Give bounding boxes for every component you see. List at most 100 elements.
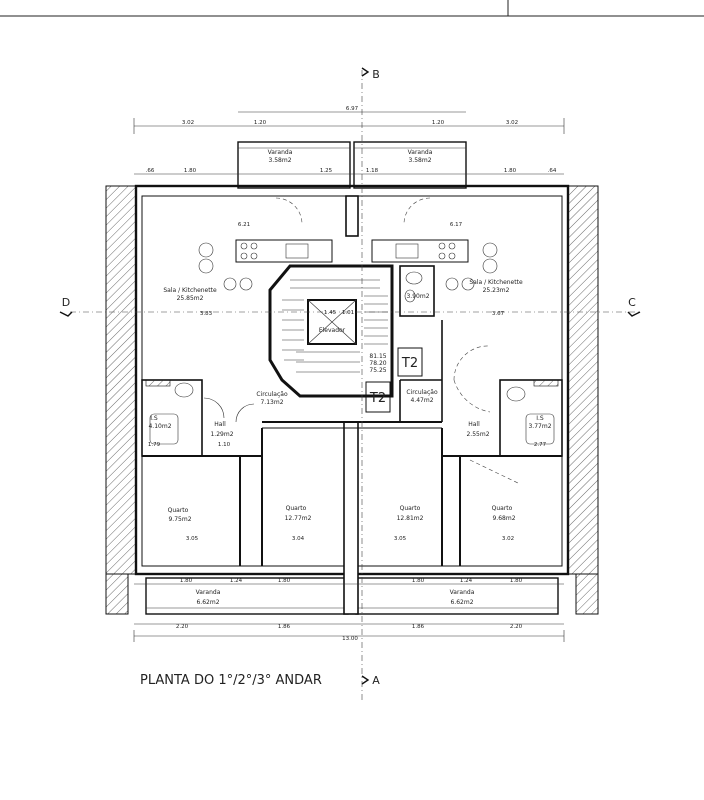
label-varanda-top-left: Varanda [268,149,293,156]
level-2: 78.20 [369,360,386,367]
bathtub-right-icon [525,413,555,445]
dim-r1-0: 1.20 [254,120,267,126]
dim-misc-12: 3.05 [186,536,199,542]
dim-r2-1: 1.80 [184,168,197,174]
dim-misc-12-b: 3.05 [394,536,407,542]
central-wall-top [345,195,359,237]
dim-top-left: 3.02 [182,120,194,126]
stair-core-outline [268,264,394,398]
dim-bot-4: 1.80 [412,578,425,584]
area-sala-left: 25.85m2 [177,295,204,302]
area-hall-left: 1.29m2 [210,431,233,438]
level-3: 75.25 [369,367,386,374]
label-is-left: I.S [150,415,158,422]
label-quarto-3: Quarto [400,505,421,512]
section-mark-bottom: A [372,674,380,687]
toilet-right-icon [506,386,526,402]
label-quarto-1: Quarto [168,507,189,514]
dim-bot-2: 1.24 [230,578,243,584]
dim-bot2-10: 2.20 [510,624,523,630]
top-balcony-left [237,141,351,189]
label-varanda-bot-right: Varanda [450,589,475,596]
dim-r1-1: 1.20 [432,120,445,126]
elevator-shaft [307,299,357,345]
level-1: 81.15 [369,353,386,360]
hob-left-icon [240,242,258,260]
area-is-right: 3.77m2 [528,423,551,430]
central-wall-bottom [343,421,359,615]
label-hall-left: Hall [214,421,226,428]
area-circ-right: 4.47m2 [410,397,433,404]
area-quarto-4: 9.68m2 [492,515,515,522]
dim-misc-13: 1.45 [324,310,337,316]
neighbor-wall-right [567,185,599,575]
neighbor-wall-left [105,185,137,575]
label-is-right: I.S [536,415,544,422]
area-circ-left: 7.13m2 [260,399,283,406]
dim-bot2-4: 1.86 [278,624,291,630]
sink-left-icon [285,243,309,259]
dim-bot-6: 1.80 [510,578,523,584]
neighbor-wall-right-low [575,573,599,615]
dim-misc-19: 1.10 [218,442,231,448]
section-mark-left: D [62,296,70,309]
dining-set-left [198,242,253,291]
bottom-balcony-right [355,577,559,615]
kitchen-counter-left [235,239,333,263]
label-t2-left: T2 [369,391,386,406]
label-varanda-top-right: Varanda [408,149,433,156]
dim-misc-0: 6.21 [238,222,250,228]
wc-center [399,265,435,317]
label-varanda-bot-left: Varanda [196,589,221,596]
bathroom-right [499,379,563,457]
section-mark-top: B [372,68,380,81]
dim-bot-3: 1.80 [278,578,291,584]
dim-r2-9: .64 [548,168,557,174]
dim-bot-5: 1.24 [460,578,473,584]
dim-top-total: 6.97 [346,106,359,112]
label-hall-right: Hall [468,421,480,428]
label-sala-left: Sala / Kitchenette [163,287,217,294]
t2-box-right [397,347,423,377]
label-quarto-2: Quarto [286,505,307,512]
dim-misc-11-a: 3.04 [292,536,305,542]
dim-r2-5: 1.18 [366,168,379,174]
area-wc-center: 3.90m2 [406,293,429,300]
dim-misc-18: 1.79 [148,442,161,448]
t2-box-left [365,381,391,413]
dimension-lines [133,111,565,642]
dim-misc-3: 3.67 [492,311,505,317]
label-circ-right: Circulação [406,389,438,396]
area-quarto-1: 9.75m2 [168,516,191,523]
hob-right-icon [438,242,456,260]
bottom-balcony-left [145,577,349,615]
neighbor-wall-left-low [105,573,129,615]
area-varanda-bot-left: 6.62m2 [196,599,219,606]
sink-right-icon [395,243,419,259]
area-hall-right: 2.55m2 [466,431,489,438]
label-t2-right: T2 [401,356,418,371]
top-balcony-right [353,141,467,189]
area-varanda-top-left: 3.58m2 [268,157,291,164]
dim-bot2-7: 1.86 [412,624,425,630]
area-is-left: 4.10m2 [148,423,171,430]
dim-r2-0: .66 [146,168,155,174]
dim-bot2-1: 2.20 [176,624,189,630]
dim-misc-14: 1.01 [342,310,354,316]
bathroom-left [141,379,203,457]
dim-misc-1: 6.17 [450,222,463,228]
dim-bot-1: 1.80 [180,578,193,584]
dim-r2-8: 1.80 [504,168,517,174]
label-circ-left: Circulação [256,391,288,398]
dining-set-right [445,242,498,291]
section-mark-right: C [628,296,636,309]
kitchen-counter-right [371,239,469,263]
area-varanda-bot-right: 6.62m2 [450,599,473,606]
bathtub-left-icon [149,413,179,445]
label-elevador: Elevador [319,327,346,334]
room-labels: Varanda 3.58m2 Varanda 3.58m2 Sala / Kit… [148,149,551,606]
toilet-center-icon [405,271,423,285]
label-sala-right: Sala / Kitchenette [469,279,523,286]
label-quarto-4: Quarto [492,505,513,512]
